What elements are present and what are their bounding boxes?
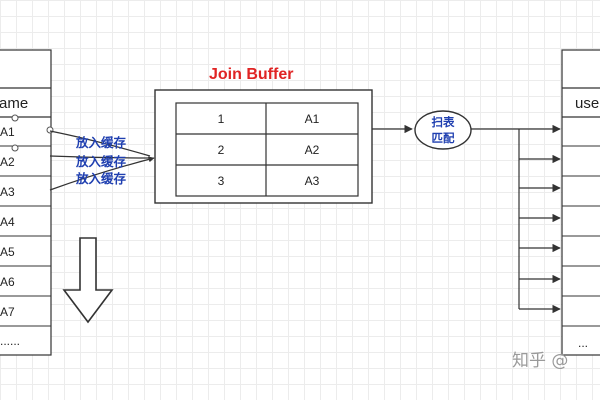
join-buffer-table [175,102,359,197]
cache-arrow [49,156,155,191]
cache-line [49,130,151,157]
buffer-value: A2 [305,143,320,157]
watermark: 知乎 @ [512,351,568,371]
cache-line [49,155,151,159]
buffer-id: 3 [218,174,225,188]
right-table-header: use [575,95,599,112]
left-table-row: A4 [0,215,15,229]
join-buffer: 1 A1 2 A2 3 A3 [154,89,373,204]
cache-note: 放入缓存 [75,171,127,186]
left-table-row: ...... [0,334,20,348]
right-table-frame [561,49,600,356]
left-table-row: A3 [0,185,15,199]
left-table-header: ame [0,95,28,112]
scan-down-arrow [62,237,114,324]
connector-dot [11,114,19,122]
connector-dot [46,126,54,134]
left-table-row: A7 [0,305,15,319]
left-table-frame [0,49,52,356]
left-table-row: A2 [0,155,15,169]
left-table: ame A1 A2 A3 A4 A5 A6 A7 ...... [0,49,54,356]
buffer-value: A1 [305,112,320,126]
join-buffer-title: Join Buffer [209,66,293,83]
left-table-row: A5 [0,245,15,259]
left-table-row: A6 [0,275,15,289]
connector-dot [11,144,19,152]
right-table-footer: ... [578,336,588,350]
left-table-row: A1 [0,125,15,139]
cache-note: 放入缓存 [75,154,127,169]
right-table: use ... [561,49,600,356]
cache-note: 放入缓存 [75,135,127,150]
buffer-id: 1 [218,112,225,126]
match-label: 匹配 [432,131,455,145]
scan-label: 扫表 [432,115,455,129]
buffer-value: A3 [305,174,320,188]
scan-match-node [414,110,472,150]
buffer-id: 2 [218,143,225,157]
fanout-arrows [471,124,561,314]
